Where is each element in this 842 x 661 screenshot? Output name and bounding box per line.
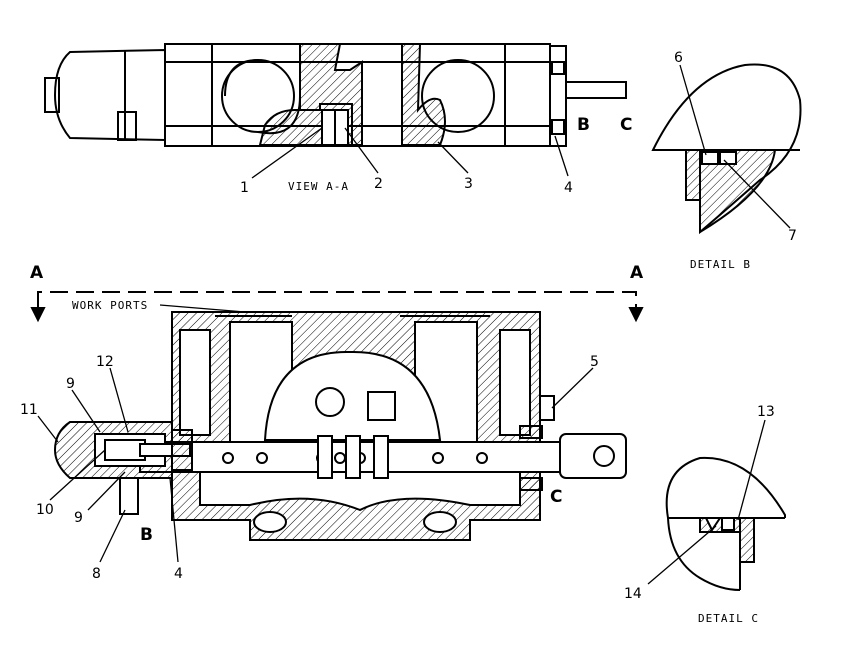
- callout-2: 2: [374, 176, 383, 192]
- callout-10: 10: [36, 502, 54, 518]
- port-letter-main-b: B: [140, 525, 153, 545]
- detail-b-caption: DETAIL B: [690, 258, 751, 271]
- callout-3: 3: [464, 176, 473, 192]
- port-letter-top-c: C: [620, 115, 632, 135]
- callout-8: 8: [92, 566, 101, 582]
- leader-lines: [37, 64, 791, 585]
- work-ports-label: WORK PORTS: [72, 299, 148, 312]
- callout-6: 6: [674, 50, 683, 66]
- callout-4-top: 4: [564, 180, 573, 196]
- port-letter-main-c: C: [550, 487, 562, 507]
- main-section-drawing: [30, 291, 644, 541]
- callout-9-upper: 9: [66, 376, 75, 392]
- section-marker-right: A: [630, 263, 644, 283]
- view-aa-caption: VIEW A-A: [288, 180, 349, 193]
- callout-4-main: 4: [174, 566, 183, 582]
- detail-c-drawing: [665, 456, 786, 591]
- callout-14: 14: [624, 586, 642, 602]
- callout-13: 13: [757, 404, 775, 420]
- callout-5: 5: [590, 354, 599, 370]
- port-letter-top-b: B: [577, 115, 590, 135]
- callout-12: 12: [96, 354, 114, 370]
- detail-b-drawing: [651, 63, 802, 235]
- section-marker-left: A: [30, 263, 44, 283]
- view-aa-drawing: [44, 43, 627, 147]
- callout-1: 1: [240, 180, 249, 196]
- callout-11: 11: [20, 402, 38, 418]
- callout-7: 7: [788, 228, 797, 244]
- callout-9-lower: 9: [74, 510, 83, 526]
- detail-c-caption: DETAIL C: [698, 612, 759, 625]
